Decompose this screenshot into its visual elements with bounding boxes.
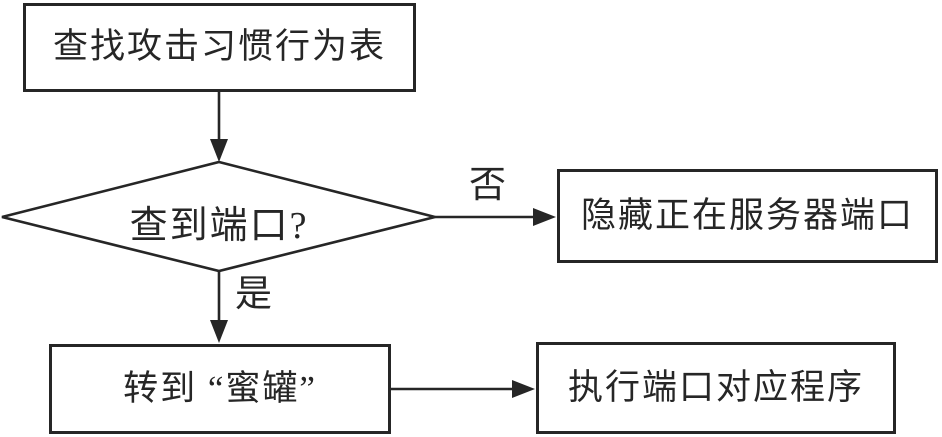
node-goto-honeypot-label: 转到 “蜜罐”: [123, 368, 317, 408]
arrowhead-decision-to-honeypot: [210, 320, 228, 343]
arrowhead-lookup-to-decision: [210, 139, 228, 162]
node-port-found-label: 查到端口?: [129, 205, 309, 247]
node-lookup-table: 查找攻击习惯行为表: [23, 3, 416, 92]
node-run-program-label: 执行端口对应程序: [567, 367, 864, 407]
arrowhead-honeypot-to-run: [512, 380, 535, 398]
edge-label-yes: 是: [235, 274, 272, 315]
node-lookup-table-label: 查找攻击习惯行为表: [52, 27, 386, 67]
edge-label-no: 否: [469, 165, 506, 206]
node-hide-port-label: 隐藏正在服务器端口: [580, 195, 914, 235]
node-run-program: 执行端口对应程序: [536, 342, 896, 434]
arrowhead-decision-to-hide: [533, 208, 556, 226]
node-hide-port: 隐藏正在服务器端口: [557, 169, 938, 263]
node-goto-honeypot: 转到 “蜜罐”: [49, 344, 391, 434]
